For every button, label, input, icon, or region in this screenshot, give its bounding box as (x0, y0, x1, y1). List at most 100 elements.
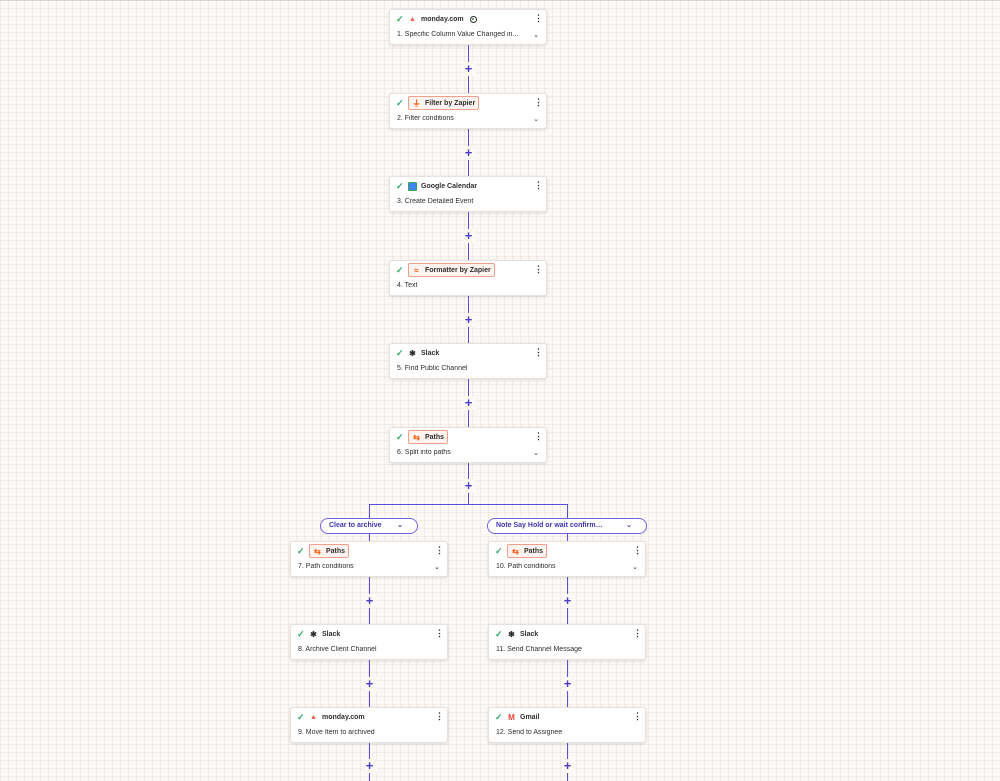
step-card[interactable]: ✓ Google Calendar 3. Create Detailed Event… (389, 176, 547, 212)
google-calendar-icon (408, 181, 417, 191)
paths-icon: ⇆ (413, 432, 420, 442)
step-menu-button[interactable]: ⋮ (534, 13, 543, 23)
connector-line (369, 504, 568, 505)
step-app-name: monday.com (421, 15, 464, 23)
step-title: 7. Path conditions (298, 563, 354, 570)
add-step-button[interactable]: + (362, 759, 377, 773)
step-app-name: Paths (326, 547, 346, 555)
chevron-down-icon[interactable]: ⌄ (533, 450, 539, 457)
step-app-label: ✱ Slack (408, 347, 439, 359)
slack-icon: ✱ (310, 629, 317, 639)
step-app-name: Formatter by Zapier (425, 266, 491, 274)
step-app-label: Google Calendar (408, 180, 477, 192)
step-title: 10. Path conditions (496, 563, 556, 570)
status-check-icon: ✓ (396, 432, 404, 442)
status-check-icon: ✓ (297, 546, 305, 556)
add-step-button[interactable]: + (461, 146, 476, 160)
step-menu-button[interactable]: ⋮ (534, 97, 543, 107)
connector-line (369, 534, 370, 541)
status-check-icon: ✓ (495, 629, 503, 639)
add-step-button[interactable]: + (461, 229, 476, 243)
status-check-icon: ✓ (297, 629, 305, 639)
step-app-label: ≈ Formatter by Zapier (408, 263, 495, 277)
step-app-name: Slack (520, 630, 539, 638)
step-menu-button[interactable]: ⋮ (435, 711, 444, 721)
add-step-button[interactable]: + (560, 594, 575, 608)
path-label-text: Clear to archive (329, 522, 382, 529)
step-app-label: ✱ Slack (309, 628, 340, 640)
step-title: 12. Send to Assignee (496, 729, 563, 736)
status-check-icon: ✓ (396, 181, 404, 191)
step-card[interactable]: ✓ ⇆ Paths 10. Path conditions ⋮ ⌄ (488, 541, 646, 577)
step-card[interactable]: ✓ ≈ Formatter by Zapier 4. Text ⋮ (389, 260, 547, 296)
step-app-name: monday.com (322, 713, 365, 721)
add-step-button[interactable]: + (362, 677, 377, 691)
status-check-icon: ✓ (396, 265, 404, 275)
add-step-button[interactable]: + (560, 677, 575, 691)
step-title: 4. Text (397, 282, 418, 289)
step-menu-button[interactable]: ⋮ (534, 180, 543, 190)
status-check-icon: ✓ (396, 98, 404, 108)
step-title: 9. Move Item to archived (298, 729, 375, 736)
formatter-icon: ≈ (414, 265, 419, 275)
chevron-down-icon: ⌄ (626, 522, 632, 529)
chevron-down-icon[interactable]: ⌄ (533, 116, 539, 123)
step-menu-button[interactable]: ⋮ (534, 264, 543, 274)
step-app-name: Paths (524, 547, 544, 555)
paths-icon: ⇆ (512, 546, 519, 556)
step-menu-button[interactable]: ⋮ (534, 431, 543, 441)
step-menu-button[interactable]: ⋮ (633, 545, 642, 555)
step-app-name: Slack (421, 349, 440, 357)
step-app-label: ✱Slack (507, 628, 538, 640)
add-step-button[interactable]: + (461, 396, 476, 410)
step-card[interactable]: ✓ ⇆Paths 7. Path conditions ⋮ ⌄ (290, 541, 448, 577)
step-app-label: ▲ monday.com (408, 13, 477, 25)
step-menu-button[interactable]: ⋮ (633, 628, 642, 638)
step-card[interactable]: ✓ ⇆ Paths 6. Split into paths ⋮ ⌄ (389, 427, 547, 463)
status-check-icon: ✓ (297, 712, 305, 722)
step-card[interactable]: ✓ ✱ Slack 8. Archive Client Channel ⋮ (290, 624, 448, 660)
path-label-button[interactable]: Note Say Hold or wait confirmat...⌄ (487, 518, 647, 534)
add-step-button[interactable]: + (362, 594, 377, 608)
step-app-label: ⇆Paths (309, 544, 350, 558)
status-check-icon: ✓ (495, 546, 503, 556)
step-app-label: ⇆ Paths (507, 544, 548, 558)
monday-icon: ▲ (310, 713, 317, 721)
step-app-label: ▲ monday.com (309, 711, 365, 723)
step-menu-button[interactable]: ⋮ (435, 628, 444, 638)
step-menu-button[interactable]: ⋮ (633, 711, 642, 721)
gmail-icon: M (508, 712, 515, 722)
add-step-button[interactable]: + (560, 759, 575, 773)
status-check-icon: ✓ (396, 348, 404, 358)
monday-icon: ▲ (409, 15, 416, 23)
step-title: 2. Filter conditions (397, 115, 454, 122)
slack-icon: ✱ (409, 348, 416, 358)
step-title: 8. Archive Client Channel (298, 646, 377, 653)
status-check-icon: ✓ (396, 14, 404, 24)
step-title: 3. Create Detailed Event (397, 198, 474, 205)
chevron-down-icon[interactable]: ⌄ (533, 32, 539, 39)
step-card[interactable]: ✓ ▲ monday.com 9. Move Item to archived ⋮ (290, 707, 448, 743)
connector-line (369, 504, 370, 518)
chevron-down-icon[interactable]: ⌄ (434, 564, 440, 571)
step-title: 6. Split into paths (397, 449, 451, 456)
step-app-name: Filter by Zapier (425, 99, 476, 107)
step-app-name: Google Calendar (421, 182, 478, 190)
step-app-name: Paths (425, 433, 445, 441)
step-app-label: ⇆ Paths (408, 430, 449, 444)
step-menu-button[interactable]: ⋮ (534, 347, 543, 357)
add-step-button[interactable]: + (461, 479, 476, 493)
step-app-name: Slack (322, 630, 341, 638)
add-step-button[interactable]: + (461, 313, 476, 327)
step-menu-button[interactable]: ⋮ (435, 545, 444, 555)
chevron-down-icon[interactable]: ⌄ (632, 564, 638, 571)
add-step-button[interactable]: + (461, 62, 476, 76)
path-label-button[interactable]: Clear to archive⌄ (320, 518, 418, 534)
